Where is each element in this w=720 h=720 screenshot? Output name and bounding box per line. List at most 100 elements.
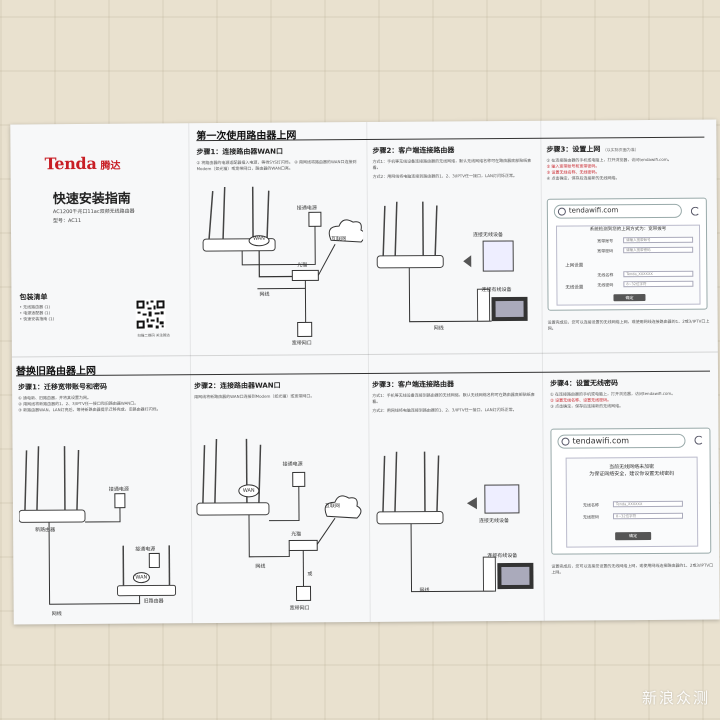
step-notes: ① 通电新、旧路由器，并将其设置为网。 ② 用网线将新路由器的1、2、3/IPT…: [18, 394, 184, 413]
modem-label: 光猫: [291, 531, 302, 538]
wireless-device-label: 连接无线设备: [473, 232, 504, 239]
new-router-label: 新路由器: [35, 527, 56, 534]
confirm-button[interactable]: 确定: [613, 294, 646, 302]
router-wan-diagram: [196, 438, 362, 601]
package-title: 包装清单: [19, 293, 48, 302]
cable-label: 网线: [255, 563, 266, 570]
model-number: 型号：AC11: [52, 217, 82, 225]
step-note-line: ③ 点击确定，保存后连接新的无线网络。: [550, 403, 624, 409]
step-title: 步骤4：设置无线密码: [550, 379, 618, 388]
field-label: 无线名称: [582, 502, 599, 508]
wan-port-label: WAN: [242, 487, 255, 494]
step-notes: ① 在连接路由器的手机或电脑上，打开浏览器，访问tendawifi.com。 ②…: [550, 391, 712, 410]
field-label: 无线密码: [597, 282, 614, 288]
globe-icon: [561, 437, 570, 446]
address-bar: tendawifi.com: [553, 203, 682, 219]
step-footer: 设置完成后，您可以连接设置的无线网络上网，或使用网线连接路由器的1、2或3/IP…: [547, 318, 710, 331]
qr-code-icon: [135, 299, 166, 330]
wifi-password-form: 当前无线网络未加密 为保证网络安全，建议你设置无线密码 无线名称 Tenda_X…: [565, 456, 699, 548]
step-note-line: ③ 新路由器WAN、LAN灯亮后，等待新路由器提示迁移完成，旧路由器灯闪烁。: [18, 406, 161, 413]
router-wan-diagram: [202, 186, 364, 337]
step-method: 方式1：手机等无线设备连接到路由器的无线网络，默认无线网络名称可在路由器底部贴纸…: [372, 391, 535, 404]
power-label: 接通电源: [282, 461, 303, 468]
s2-step1-panel: 步骤1：迁移宽带账号和密码 ① 通电新、旧路由器，并将其设置为网。 ② 用网线将…: [18, 381, 186, 618]
package-list: 包装清单 • 无线路由器 (1) • 电源适配器 (1) • 快速安装指南 (1…: [19, 292, 119, 323]
s2-step4-panel: 步骤4：设置无线密码 ① 在连接路由器的手机或电脑上，打开浏览器，访问tenda…: [550, 378, 714, 615]
or-label: 或: [307, 571, 313, 578]
brand-name-cn: 腾达: [100, 160, 121, 172]
wifi-section-label: 无线设置: [565, 285, 584, 291]
quick-install-guide-sheet: Tenda 腾达 快速安装指南 AC1200千兆口11ac双频无线路由器 型号：…: [10, 119, 720, 625]
address-bar: tendawifi.com: [557, 433, 686, 449]
site-watermark: 新浪众测: [641, 689, 710, 707]
s1-step2-panel: 步骤2：客户端连接路由器 方式1：手机等无线设备连接路由器的无线网络，默认无线网…: [372, 145, 537, 351]
s1-step3-panel: 步骤3：设置上网 （以实际页面为准） ① 在连接路由器的手机或电脑上，打开浏览器…: [546, 144, 709, 350]
step-title: 步骤1：连接路由器WAN口: [196, 147, 284, 157]
wifi-name-input[interactable]: Tenda_XXXXXX: [612, 500, 683, 508]
setup-form: 系统检测到您的上网方式为：宽带拨号 上网设置 无线设置 宽带账号 请输入宽带账号…: [555, 224, 701, 306]
refresh-icon: [690, 206, 700, 216]
wall-port-label: 宽带网口: [289, 605, 310, 612]
cable-label: 网线: [51, 611, 62, 618]
step-note: ① 将路由器的电源适配器插入电源，等待SYS灯闪烁。 ② 用网线将路由器的WAN…: [196, 159, 357, 172]
confirm-button[interactable]: 确定: [615, 532, 652, 541]
s2-step3-panel: 步骤3：客户端连接路由器 方式1：手机等无线设备连接到路由器的无线网络，默认无线…: [372, 379, 540, 616]
power-label: 接通电源: [108, 486, 129, 493]
section-divider: [16, 370, 711, 377]
cover-panel: Tenda 腾达 快速安装指南 AC1200千兆口11ac双频无线路由器 型号：…: [10, 123, 190, 356]
step-title: 步骤3：客户端连接路由器: [372, 380, 454, 389]
step-hint: （以实际页面为准）: [602, 147, 639, 153]
wireless-device-label: 连接无线设备: [479, 517, 510, 525]
field-label: 宽带账号: [597, 238, 614, 244]
internet-label: 互联网: [331, 236, 347, 243]
step-title-text: 步骤3：设置上网: [546, 145, 601, 154]
pppoe-password-input[interactable]: 请输入宽带密码: [623, 246, 694, 254]
cable-label: 网线: [259, 291, 270, 298]
internet-label: 互联网: [324, 503, 340, 510]
step-title: 步骤2：连接路由器WAN口: [194, 381, 281, 391]
cable-label: 网线: [419, 587, 430, 594]
refresh-icon: [694, 435, 704, 445]
step-note: 用网线将新路由器的WAN口连接到Modem（如光猫）或宽带网口。: [194, 393, 315, 400]
browser-mockup: tendawifi.com 系统检测到您的上网方式为：宽带拨号 上网设置 无线设…: [546, 197, 708, 311]
migration-diagram: [18, 446, 177, 605]
step-notes: ① 在连接路由器的手机或电脑上，打开浏览器，访问tendawifi.com。 ②…: [547, 157, 709, 182]
s2-step2-panel: 步骤2：连接路由器WAN口 用网线将新路由器的WAN口连接到Modem（如光猫）…: [194, 380, 364, 617]
step-title: 步骤2：客户端连接路由器: [372, 146, 455, 155]
wired-device-label: 连接有线设备: [487, 552, 518, 560]
wifi-password-input[interactable]: 8~32位字符: [623, 280, 694, 288]
cable-label: 网线: [433, 325, 444, 332]
globe-icon: [557, 207, 566, 216]
power-label: 接通电源: [135, 546, 156, 553]
form-heading: 当前无线网络未加密 为保证网络安全，建议你设置无线密码: [589, 463, 675, 478]
wifi-name-input[interactable]: Tenda_XXXXXX: [623, 270, 694, 278]
power-label: 接通电源: [296, 205, 317, 212]
brand-logo: Tenda 腾达: [44, 153, 121, 174]
s1-step1-panel: 步骤1：连接路由器WAN口 ① 将路由器的电源适配器插入电源，等待SYS灯闪烁。…: [196, 146, 364, 352]
qr-caption: 扫描二维码 关注腾达: [137, 333, 171, 338]
brand-name-en: Tenda: [44, 153, 97, 174]
client-connect-diagram: [376, 201, 528, 323]
step-method: 方式2：用网线将电脑连接到路由器的1、2、3/IPTV任一接口，LAN灯闪烁正常…: [372, 172, 518, 179]
internet-section-label: 上网设置: [565, 263, 584, 269]
step-title: 步骤3：设置上网 （以实际页面为准）: [546, 144, 708, 155]
wall-port-label: 宽带网口: [291, 340, 312, 347]
step-title: 步骤1：迁移宽带账号和密码: [18, 382, 107, 392]
model-info: AC1200千兆口11ac双频无线路由器 型号：AC11: [53, 208, 135, 227]
field-label: 宽带密码: [597, 248, 614, 254]
model-line: AC1200千兆口11ac双频无线路由器: [52, 208, 135, 216]
field-label: 无线名称: [597, 272, 614, 278]
step-method: 方式1：手机等无线设备连接路由器的无线网络，默认无线网络名称可在路由器底部贴纸查…: [372, 157, 532, 170]
wired-device-label: 连接有线设备: [481, 286, 512, 294]
wifi-password-input[interactable]: 8~32位字符: [612, 512, 684, 520]
wan-port-label: WAN: [135, 574, 148, 581]
step-footer: 设置完成后，您可以连接您设置的无线网络上网，或使用网线连接路由器的1、2或3/I…: [551, 562, 714, 575]
client-connect-diagram: [376, 451, 534, 593]
url-text: tendawifi.com: [568, 206, 619, 215]
browser-mockup: tendawifi.com 当前无线网络未加密 为保证网络安全，建议你设置无线密…: [550, 427, 712, 555]
form-heading: 系统检测到您的上网方式为：宽带拨号: [589, 226, 667, 233]
guide-title: 快速安装指南: [52, 191, 131, 208]
pppoe-account-input[interactable]: 请输入宽带账号: [623, 236, 694, 244]
wan-port-label: WAN: [253, 235, 265, 242]
step-note-line: ④ 点击确定，保存后连接新的无线网络。: [546, 175, 620, 181]
